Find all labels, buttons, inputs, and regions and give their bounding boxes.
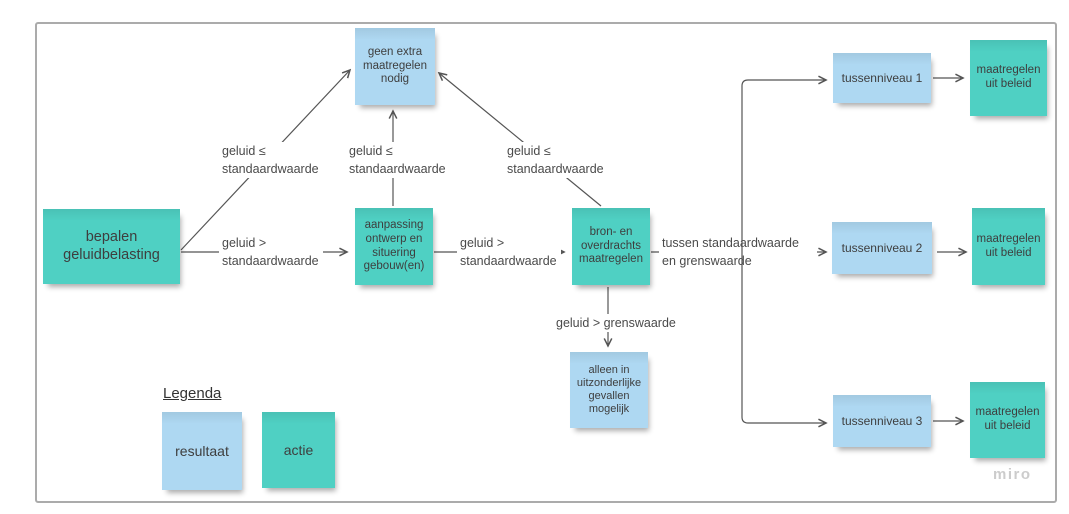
sticky-tussenniveau-2[interactable]: tussenniveau 2 [832, 222, 932, 274]
edge-label-geluid-gt-standaardwaarde-2: geluid > standaardwaarde [457, 234, 561, 270]
sticky-maatregelen-uit-beleid-2[interactable]: maatregelen uit beleid [972, 208, 1045, 285]
miro-watermark: miro [993, 466, 1032, 483]
sticky-tussenniveau-1[interactable]: tussenniveau 1 [833, 53, 931, 103]
arrow-bron-to-geen-extra [439, 73, 602, 207]
sticky-bepalen-geluidbelasting[interactable]: bepalen geluidbelasting [43, 209, 180, 284]
edge-label-tussen-standaardwaarde-en-grenswaarde: tussen standaardwaarde en grenswaarde [659, 234, 817, 270]
sticky-geen-extra-maatregelen-nodig[interactable]: geen extra maatregelen nodig [355, 28, 435, 105]
sticky-maatregelen-uit-beleid-3[interactable]: maatregelen uit beleid [970, 382, 1045, 458]
sticky-tussenniveau-3[interactable]: tussenniveau 3 [833, 395, 931, 447]
arrow-branch-to-tussenniveau-1 [741, 80, 826, 252]
sticky-maatregelen-uit-beleid-1[interactable]: maatregelen uit beleid [970, 40, 1047, 116]
diagram-frame [35, 22, 1057, 503]
edge-label-geluid-gt-grenswaarde: geluid > grenswaarde [553, 314, 679, 332]
legend-title: Legenda [163, 385, 222, 402]
legend-sticky-resultaat[interactable]: resultaat [162, 412, 242, 490]
edge-label-geluid-lte-standaardwaarde-2: geluid ≤ standaardwaarde [346, 142, 450, 178]
sticky-aanpassing-ontwerp[interactable]: aanpassing ontwerp en situering gebouw(e… [355, 208, 433, 285]
edge-label-geluid-lte-standaardwaarde-3: geluid ≤ standaardwaarde [504, 142, 608, 178]
sticky-alleen-in-uitzonderlijke-gevallen[interactable]: alleen in uitzonderlijke gevallen mogeli… [570, 352, 648, 428]
legend-sticky-actie[interactable]: actie [262, 412, 335, 488]
edge-label-geluid-lte-standaardwaarde-1: geluid ≤ standaardwaarde [219, 142, 323, 178]
edge-label-geluid-gt-standaardwaarde-1: geluid > standaardwaarde [219, 234, 323, 270]
sticky-bron-en-overdrachtsmaatregelen[interactable]: bron- en overdrachts maatregelen [572, 208, 650, 285]
arrow-branch-to-tussenniveau-3 [741, 252, 826, 423]
